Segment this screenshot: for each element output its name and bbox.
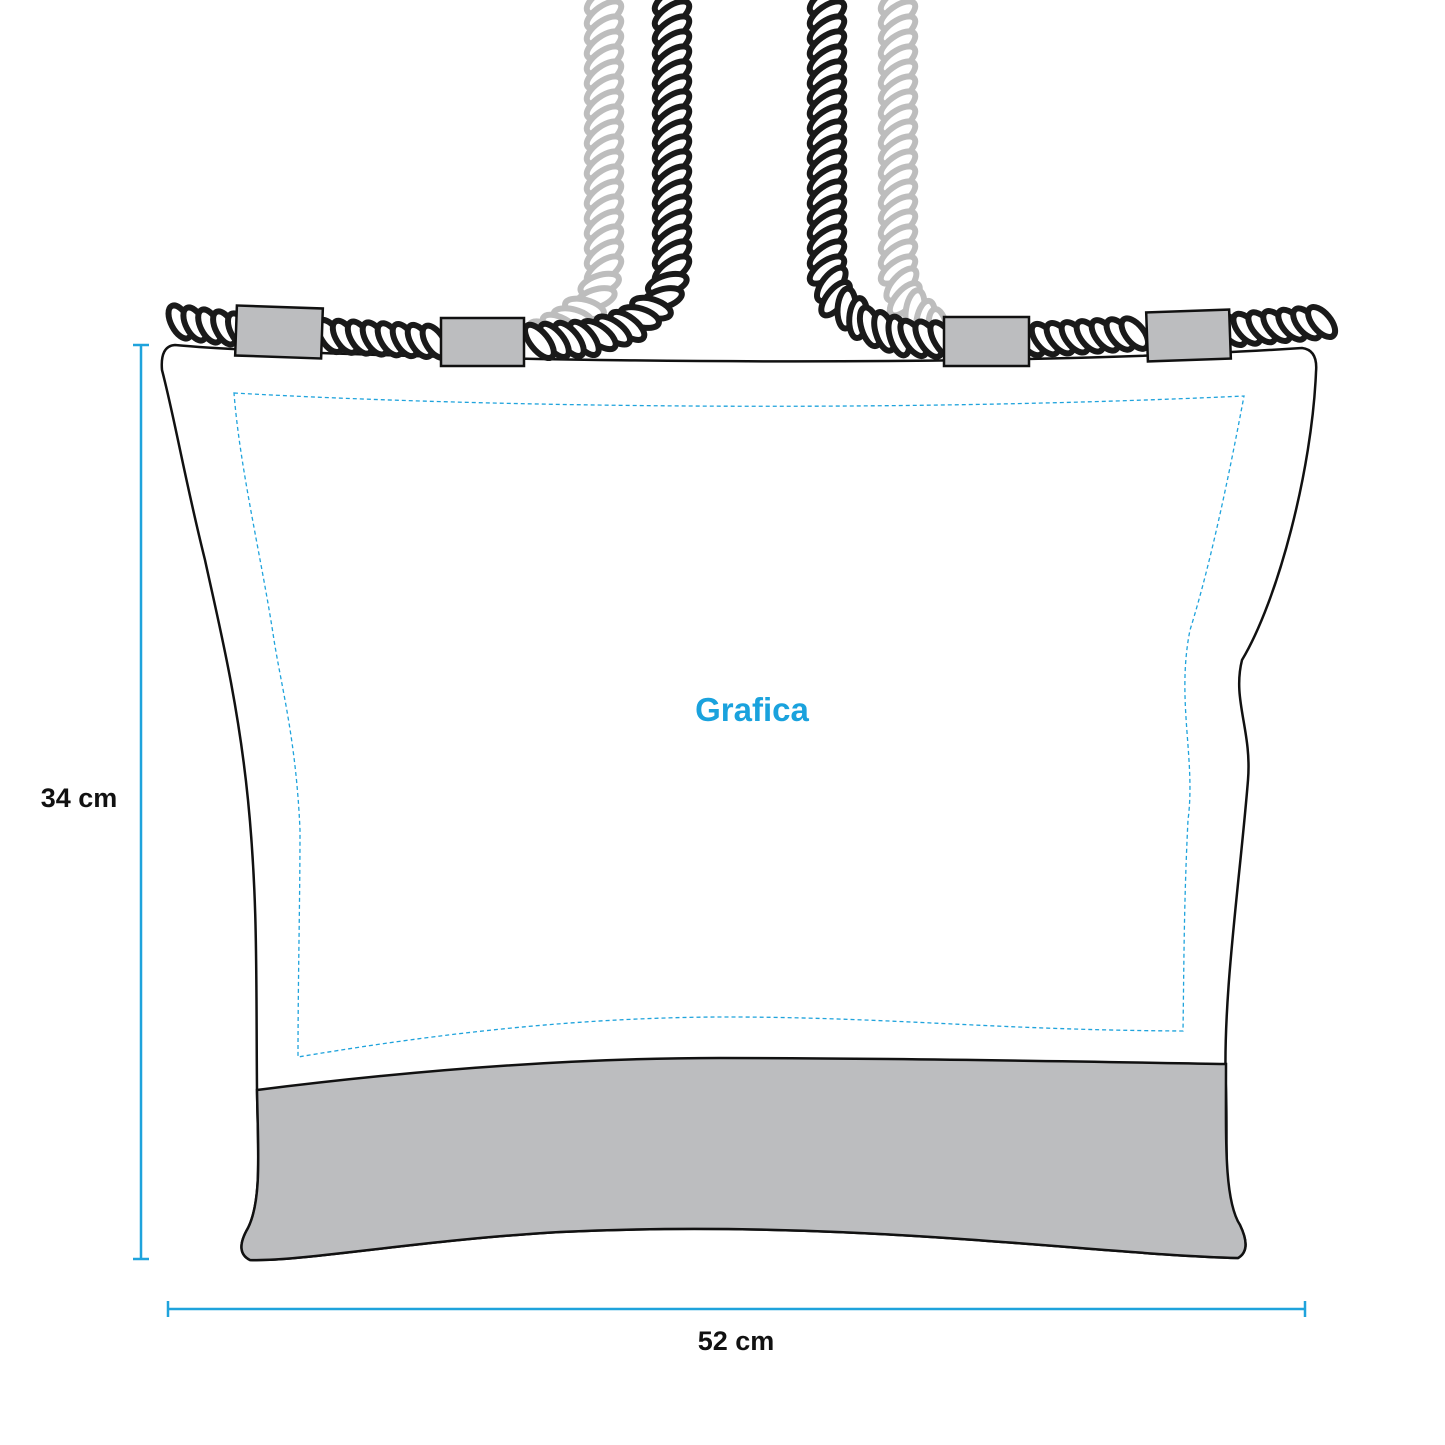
front-rope-handle-left xyxy=(522,0,693,361)
rope-rim-mid-left xyxy=(314,316,451,361)
print-area-outline xyxy=(233,392,1245,1058)
bag-base-panel xyxy=(240,1056,1247,1262)
strap-tab-icon xyxy=(233,304,325,360)
rope-twist xyxy=(1118,315,1152,352)
back-rope-handle-right xyxy=(877,0,951,352)
strap-tabs xyxy=(233,304,1233,368)
strap-tab-icon xyxy=(439,316,526,368)
strap-tab-icon xyxy=(942,315,1031,368)
width-dimension xyxy=(166,1301,1307,1317)
height-label: 34 cm xyxy=(41,783,118,813)
print-area-label: Grafica xyxy=(695,691,809,728)
rope-rim-right xyxy=(1215,304,1339,348)
rope-rim-mid-right xyxy=(1013,315,1152,359)
height-dimension xyxy=(133,343,149,1261)
rope-twist xyxy=(1305,304,1339,340)
rope-twist xyxy=(522,321,557,361)
strap-tab-icon xyxy=(1144,308,1233,363)
front-rope-handle-right xyxy=(806,0,960,361)
width-label: 52 cm xyxy=(698,1326,775,1356)
back-rope-handle-left xyxy=(526,0,625,350)
